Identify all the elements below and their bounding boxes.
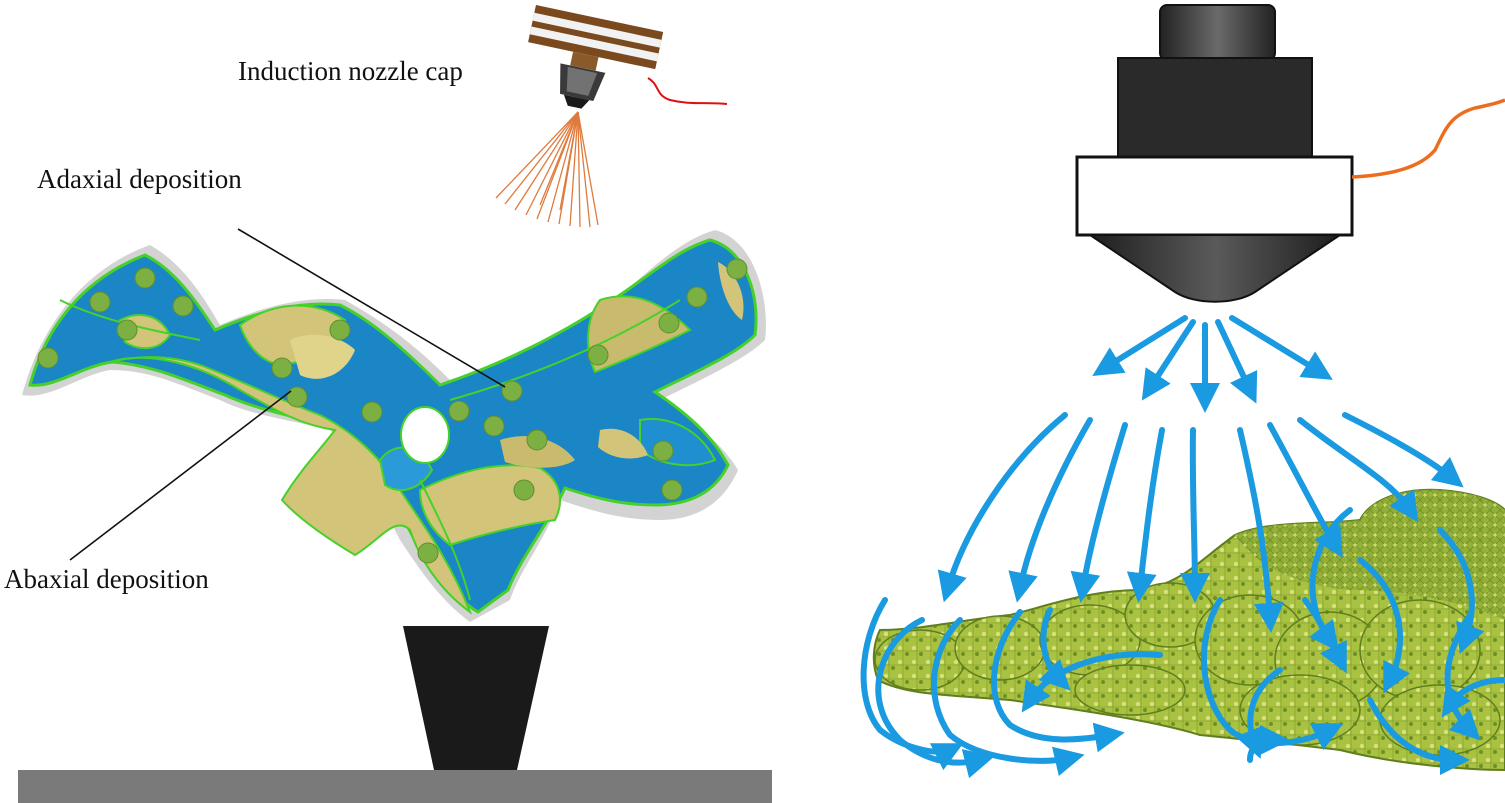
charge-wire [1351, 98, 1505, 179]
abaxial-deposition-label: Abaxial deposition [4, 564, 209, 594]
adaxial-leader-line [237, 228, 506, 388]
droplet [271, 357, 293, 379]
induction-nozzle-cap-label: Induction nozzle cap [238, 56, 463, 86]
droplet [587, 344, 609, 366]
droplet [501, 380, 523, 402]
electrostatic-nozzle-icon [1075, 4, 1354, 303]
droplet [417, 542, 439, 564]
nozzle-cap-icon [528, 4, 664, 109]
ground-bar [18, 770, 772, 803]
plant-pot-icon [403, 626, 549, 770]
droplet [89, 291, 111, 313]
droplet [686, 286, 708, 308]
droplet [361, 401, 383, 423]
deposition-droplets [37, 258, 748, 564]
leaf-surface [28, 238, 758, 615]
droplet [448, 400, 470, 422]
droplet [329, 319, 351, 341]
droplet [526, 429, 548, 451]
droplet [513, 479, 535, 501]
droplet [116, 319, 138, 341]
droplet [286, 386, 308, 408]
spray-cone [495, 111, 599, 228]
induction-wire [647, 77, 728, 105]
airflow-arrows [860, 315, 1505, 779]
droplet [652, 440, 674, 462]
droplet [658, 312, 680, 334]
adaxial-deposition-label: Adaxial deposition [37, 164, 242, 194]
droplet [37, 347, 59, 369]
droplet [661, 479, 683, 501]
droplet [134, 267, 156, 289]
droplet [483, 415, 505, 437]
abaxial-leader-line [69, 390, 292, 561]
droplet [726, 258, 748, 280]
droplet [172, 295, 194, 317]
